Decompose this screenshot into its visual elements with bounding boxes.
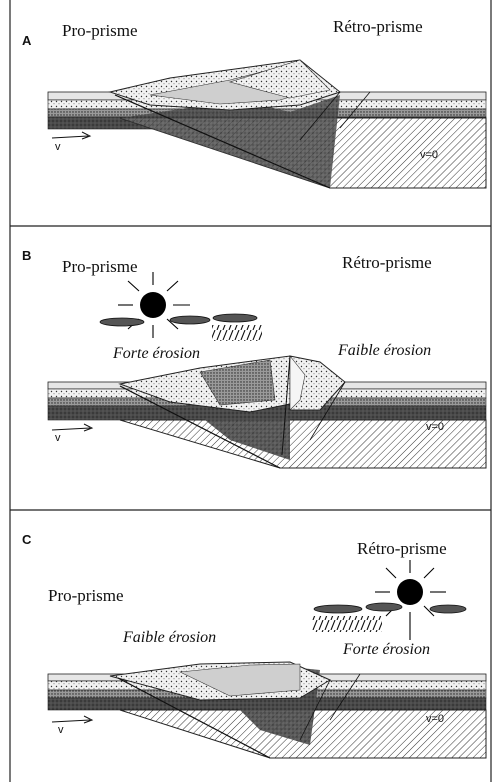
panel-c-pro-prism-label: Pro-prisme bbox=[48, 586, 124, 605]
panel-c-letter: C bbox=[22, 532, 32, 547]
panel-b-letter: B bbox=[22, 248, 31, 263]
panel-a-pro-prism-label: Pro-prisme bbox=[62, 21, 138, 40]
panel-a-retro-prism-label: Rétro-prisme bbox=[333, 17, 423, 36]
panel-c: C Pro-prisme Rétro-prisme Faible érosion… bbox=[22, 532, 486, 758]
panel-c-zero-velocity-label: v=0 bbox=[426, 713, 444, 725]
panel-b-sun-icon bbox=[118, 272, 190, 338]
panel-b-wedge bbox=[48, 356, 486, 468]
panel-c-wedge bbox=[48, 662, 486, 758]
panel-a-wedge bbox=[48, 60, 486, 188]
panel-a: A Pro-prisme Rétro-prisme v v=0 bbox=[22, 17, 486, 188]
panel-c-sun-icon bbox=[375, 560, 446, 640]
panel-c-rain-icon bbox=[312, 616, 382, 632]
panel-b-left-erosion-label: Forte érosion bbox=[112, 345, 200, 362]
panel-a-letter: A bbox=[22, 33, 32, 48]
panel-b-retro-prism-label: Rétro-prisme bbox=[342, 253, 432, 272]
panel-a-velocity-label: v bbox=[55, 141, 61, 153]
panel-c-retro-prism-label: Rétro-prisme bbox=[357, 539, 447, 558]
panel-b-pro-prism-label: Pro-prisme bbox=[62, 257, 138, 276]
panel-b-cloud-icon bbox=[100, 314, 257, 326]
panel-b: B Pro-prisme Rétro-prisme Forte érosion bbox=[22, 248, 486, 468]
panel-a-zero-velocity-label: v=0 bbox=[420, 149, 438, 161]
panel-b-zero-velocity-label: v=0 bbox=[426, 421, 444, 433]
panel-c-right-erosion-label: Forte érosion bbox=[342, 641, 430, 658]
panel-b-rain-icon bbox=[212, 325, 262, 341]
panel-b-right-erosion-label: Faible érosion bbox=[337, 342, 431, 359]
panel-c-velocity-label: v bbox=[58, 724, 64, 736]
panel-c-left-erosion-label: Faible érosion bbox=[122, 629, 216, 646]
panel-b-velocity-label: v bbox=[55, 432, 61, 444]
